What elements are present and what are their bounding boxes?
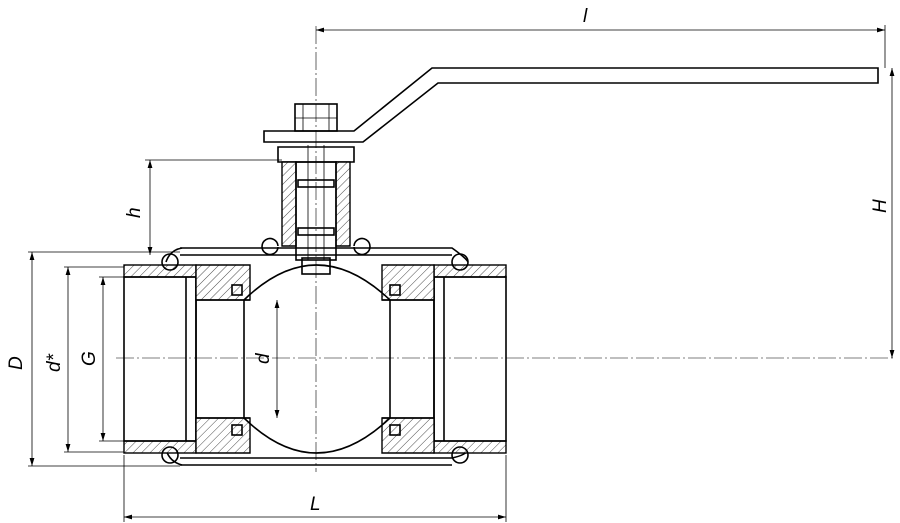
dimension-lines — [28, 25, 895, 522]
dim-label-h: h — [124, 207, 145, 218]
dim-label-d: d — [253, 352, 274, 364]
dim-label-L: L — [310, 494, 321, 515]
stem-nut — [294, 103, 338, 132]
dim-label-d-star: d* — [44, 353, 65, 372]
dim-label-D: D — [6, 356, 27, 370]
handle — [263, 67, 879, 143]
dim-label-G: G — [79, 351, 100, 366]
dim-label-l: l — [583, 6, 588, 27]
stem-housing — [261, 145, 371, 275]
valve-body — [123, 247, 507, 466]
dim-label-H: H — [870, 199, 891, 213]
